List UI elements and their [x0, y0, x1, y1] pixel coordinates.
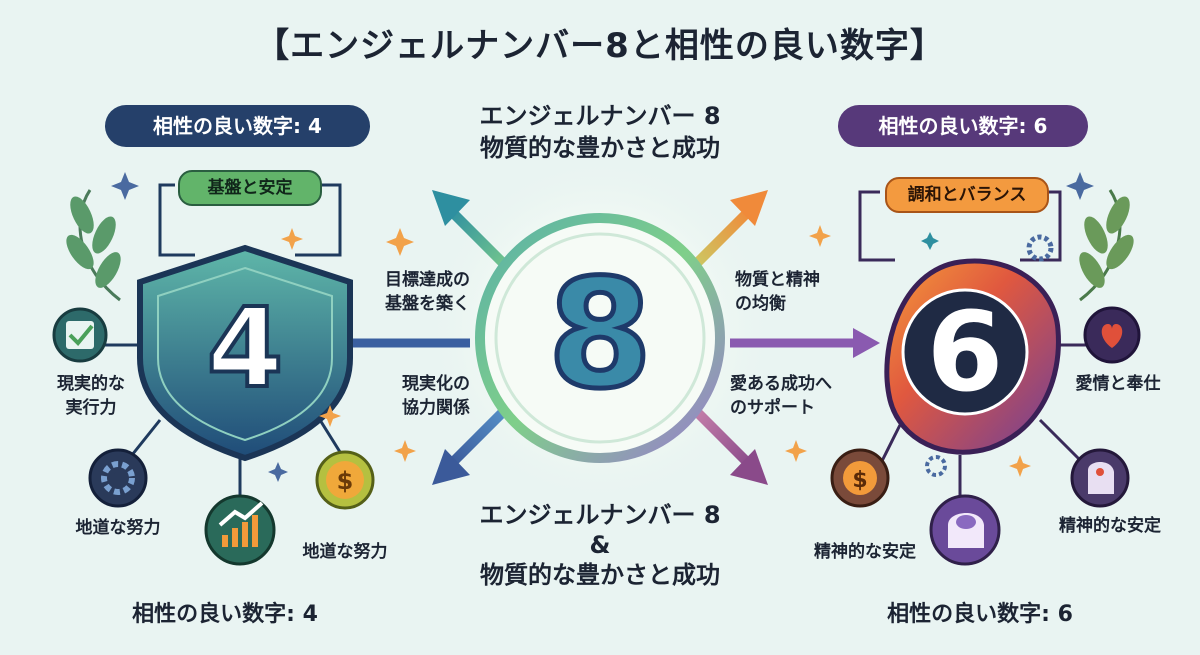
label-love-service: 愛情と奉仕 — [1075, 374, 1161, 394]
label-balance-line1: 物質と精神 — [735, 270, 820, 290]
center-top-line1: エンジェルナンバー 8 — [479, 102, 721, 130]
label-goal-foundation: 目標達成の 基盤を築く — [340, 268, 470, 316]
number-eight: 8 — [545, 248, 654, 423]
left-compatible-number-pill: 相性の良い数字: 4 — [105, 105, 370, 147]
label-balance-line2: の均衡 — [735, 294, 786, 314]
number-six: 6 — [926, 288, 1004, 416]
shield-icon — [137, 244, 353, 462]
label-goal-line2: 基盤を築く — [385, 294, 470, 314]
center-bottom-heading: エンジェルナンバー 8 & 物質的な豊かさと成功 — [420, 500, 780, 590]
right-bottom-caption: 相性の良い数字: 6 — [887, 602, 1073, 627]
sparkle-icons-right — [809, 172, 1094, 477]
arrow-head-top-left — [432, 190, 470, 226]
center-bottom-line1: エンジェルナンバー 8 — [479, 501, 721, 529]
left-foundation-tag: 基盤と安定 — [178, 170, 322, 206]
label-cooperation-line2: 協力関係 — [402, 398, 470, 418]
label-support-line1: 愛ある成功へ — [730, 374, 832, 394]
label-steady-effort-1: 地道な努力 — [75, 518, 161, 538]
leaf-left-decoration — [66, 189, 121, 302]
leaf-right-decoration — [1079, 189, 1134, 302]
right-compatible-number-pill: 相性の良い数字: 6 — [838, 105, 1088, 147]
page-title: 【エンジェルナンバー8と相性の良い数字】 — [255, 26, 945, 66]
growth-chart-icon — [204, 494, 276, 566]
label-mental-stability-1: 精神的な安定 — [1059, 516, 1161, 536]
label-material-spirit-balance: 物質と精神 の均衡 — [735, 268, 875, 316]
left-bottom-caption: 相性の良い数字: 4 — [132, 602, 318, 627]
small-gear-icons — [925, 234, 1054, 477]
center-top-line2: 物質的な豊かさと成功 — [480, 134, 720, 162]
label-cooperation: 現実化の 協力関係 — [340, 372, 470, 420]
arrow-head-bottom-left — [432, 449, 470, 485]
label-mental-stability-2: 精神的な安定 — [814, 542, 916, 562]
label-practical-line1: 現実的な — [57, 374, 125, 394]
svg-text:$: $ — [337, 467, 354, 495]
label-loving-success-support: 愛ある成功へ のサポート — [730, 372, 880, 420]
number-four: 4 — [205, 284, 286, 412]
sparkle-icons-center — [386, 228, 807, 462]
arrow-head-top-right — [730, 190, 768, 226]
right-harmony-tag: 調和とバランス — [885, 177, 1049, 213]
center-bottom-line2: & — [589, 531, 611, 559]
svg-text:$: $ — [852, 468, 867, 493]
center-ring — [475, 213, 725, 463]
sparkle-icons-left — [111, 172, 341, 482]
label-support-line2: のサポート — [730, 398, 815, 418]
center-bottom-line3: 物質的な豊かさと成功 — [480, 561, 720, 589]
center-top-heading: エンジェルナンバー 8 物質的な豊かさと成功 — [420, 100, 780, 164]
label-practical-line2: 実行力 — [65, 398, 117, 418]
arrow-head-bottom-right — [730, 449, 768, 485]
label-cooperation-line1: 現実化の — [402, 374, 470, 394]
label-practical-execution: 現実的な 実行力 — [36, 372, 146, 420]
label-goal-line1: 目標達成の — [385, 270, 470, 290]
arrow-head-right — [853, 328, 880, 358]
label-steady-effort-2: 地道な努力 — [302, 542, 388, 562]
